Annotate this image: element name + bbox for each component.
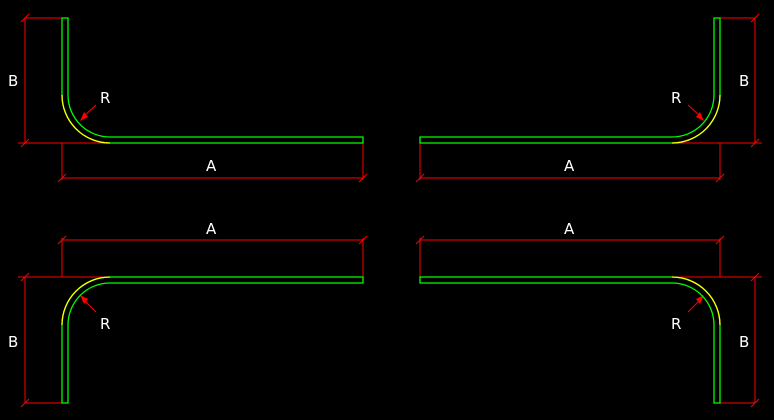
label-a-bottom-right: A (564, 220, 575, 238)
dimensions-bottom-left (18, 235, 368, 408)
bar-bottom-right (419, 276, 721, 404)
figure-bottom-right: A B R (415, 220, 762, 408)
figure-bottom-left: A B R (8, 220, 368, 408)
bar-bottom-left (61, 276, 364, 404)
label-b-top-left: B (8, 72, 18, 90)
label-a-top-right: A (564, 157, 575, 175)
label-b-bottom-left: B (8, 333, 18, 351)
label-r-bottom-left: R (100, 315, 110, 333)
label-r-top-right: R (671, 89, 681, 107)
label-b-bottom-right: B (739, 333, 749, 351)
dimensions-top-right (415, 13, 762, 183)
bar-top-left (61, 17, 364, 144)
dimensions-top-left (18, 13, 368, 183)
figure-top-right: B R A (415, 13, 762, 183)
label-b-top-right: B (739, 72, 749, 90)
figure-top-left: B R A (8, 13, 368, 183)
bar-top-right (419, 17, 721, 144)
label-r-bottom-right: R (671, 315, 681, 333)
label-a-top-left: A (206, 157, 217, 175)
label-a-bottom-left: A (206, 220, 217, 238)
dimensions-bottom-right (415, 235, 762, 408)
label-r-top-left: R (100, 89, 110, 107)
